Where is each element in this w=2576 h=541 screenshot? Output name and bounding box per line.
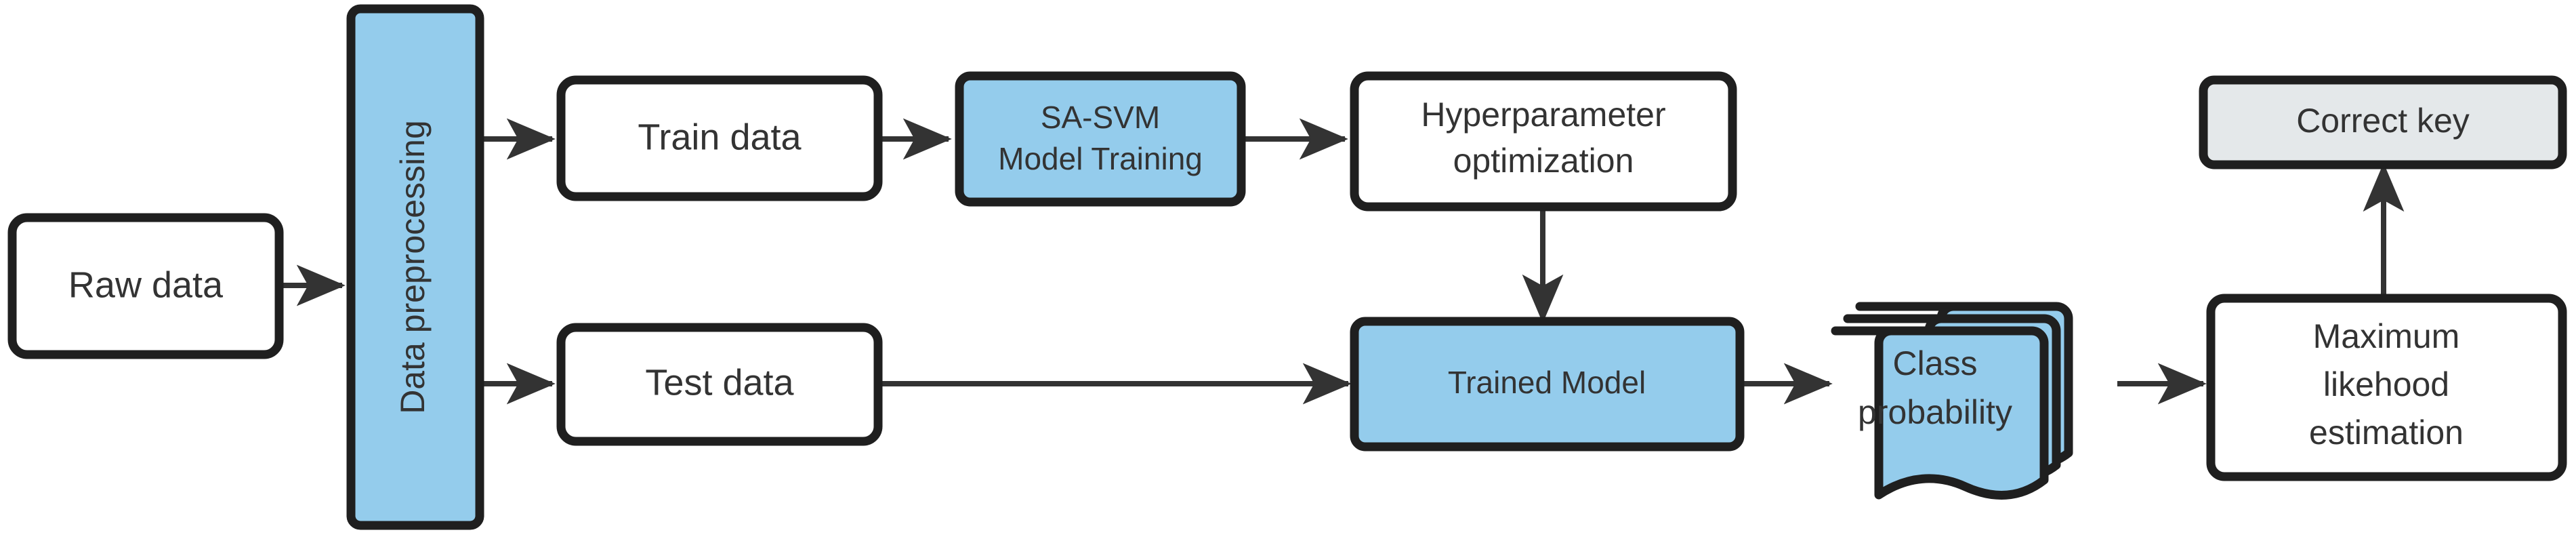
raw-data-box[interactable] bbox=[7, 213, 284, 359]
node-trained-model[interactable]: Trained Model bbox=[1350, 317, 1745, 452]
trained-model-box[interactable] bbox=[1350, 317, 1745, 452]
node-class-probability[interactable]: Class probability bbox=[1831, 302, 2073, 500]
correct-key-label: Correct key bbox=[2296, 102, 2470, 140]
edge-layer bbox=[279, 118, 2405, 405]
node-maximum-likelihood-estimation[interactable]: Maximum likehood estimation bbox=[2206, 294, 2567, 481]
sa-svm-line-1: SA-SVM bbox=[1041, 100, 1160, 135]
node-train-data[interactable]: Train data bbox=[556, 75, 883, 201]
sa-svm-model-training-box[interactable] bbox=[955, 71, 1246, 207]
train-data-label: Train data bbox=[638, 117, 802, 157]
class-probability-line-2: probability bbox=[1858, 393, 2012, 431]
maximum-likelihood-estimation-box[interactable] bbox=[2206, 294, 2567, 481]
train-data-box[interactable] bbox=[556, 75, 883, 201]
class-probability-line-1: Class bbox=[1892, 344, 1977, 382]
hyperparameter-line-1: Hyperparameter bbox=[1421, 96, 1665, 134]
sa-svm-line-2: Model Training bbox=[998, 141, 1203, 176]
node-test-data[interactable]: Test data bbox=[556, 323, 883, 446]
test-data-label: Test data bbox=[645, 362, 794, 403]
data-preprocessing-label: Data preprocessing bbox=[394, 120, 432, 414]
node-correct-key[interactable]: Correct key bbox=[2199, 75, 2567, 169]
data-preprocessing-box[interactable] bbox=[346, 4, 484, 530]
node-sa-svm-model-training[interactable]: SA-SVM Model Training bbox=[955, 71, 1246, 207]
node-data-preprocessing[interactable]: Data preprocessing bbox=[346, 4, 484, 530]
raw-data-label: Raw data bbox=[68, 264, 224, 305]
correct-key-box[interactable] bbox=[2199, 75, 2567, 169]
hyperparameter-optimization-box[interactable] bbox=[1350, 71, 1737, 212]
mle-line-3: estimation bbox=[2309, 414, 2464, 452]
class-probability-sheet-front[interactable] bbox=[1831, 326, 2049, 500]
node-hyperparameter-optimization[interactable]: Hyperparameter optimization bbox=[1350, 71, 1737, 212]
mle-line-1: Maximum bbox=[2313, 317, 2460, 355]
node-raw-data[interactable]: Raw data bbox=[7, 213, 284, 359]
mle-line-2: likehood bbox=[2323, 365, 2449, 403]
test-data-box[interactable] bbox=[556, 323, 883, 446]
trained-model-label: Trained Model bbox=[1448, 365, 1646, 400]
hyperparameter-line-2: optimization bbox=[1453, 142, 1634, 180]
